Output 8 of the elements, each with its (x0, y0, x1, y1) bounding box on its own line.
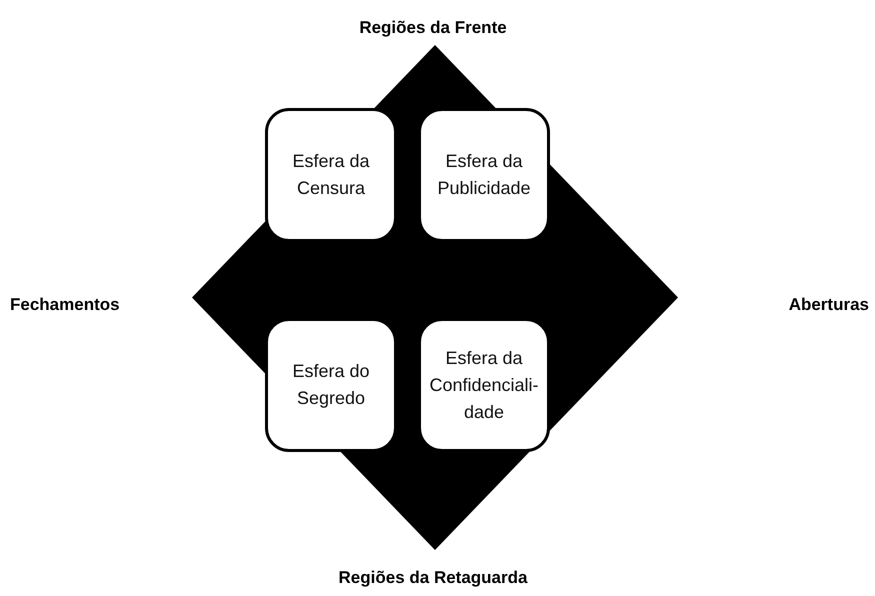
region-label: Regiões da Retaguarda (338, 568, 528, 588)
box-label: Esfera do Segredo (291, 360, 371, 410)
region-label: Aberturas (788, 295, 869, 315)
region-label: Regiões da Frente (359, 18, 507, 38)
box-label: Esfera da Confidenciali- dade (428, 346, 540, 424)
box-label: Esfera da Publicidade (436, 150, 532, 200)
region-label: Fechamentos (10, 295, 120, 315)
box-label: Esfera da Censura (291, 150, 371, 200)
